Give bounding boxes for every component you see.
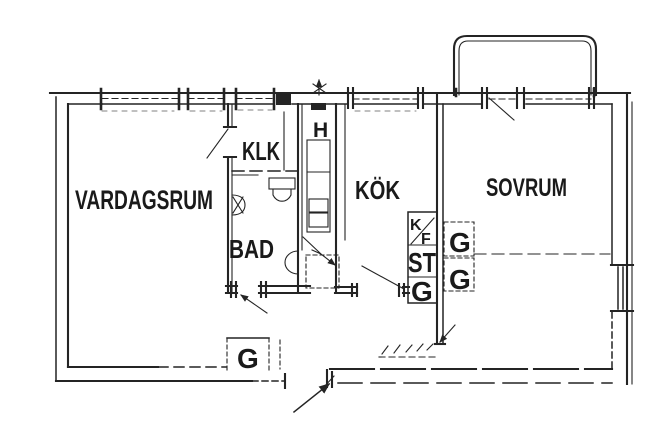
bathroom-fixtures <box>231 177 299 275</box>
wardrobe-bedroom-lower-box <box>443 257 475 292</box>
label-wardrobe-bedroom-upper: G <box>449 227 471 258</box>
interior-walls <box>222 91 447 346</box>
label-cleaning-cabinet: ST <box>408 247 436 278</box>
klk-door-swing <box>206 128 229 159</box>
storage-units <box>226 211 611 372</box>
toilet-tank <box>268 177 296 190</box>
label-bathroom: BAD <box>229 234 274 264</box>
label-wardrobe-hall: G <box>237 343 259 374</box>
bedroom-entry-arrow <box>439 324 456 343</box>
toilet-bowl <box>272 188 292 202</box>
wardrobe-bedroom-upper-box <box>443 221 475 257</box>
label-fridge: K <box>410 217 422 234</box>
hat-rack-ticks <box>381 343 434 355</box>
washbasin-west <box>231 194 246 216</box>
wardrobe-hall-box <box>226 337 281 372</box>
entrance-arrow <box>292 382 331 414</box>
bathroom-entry-arrow <box>240 294 268 314</box>
washbasin-east <box>284 250 299 275</box>
doors <box>206 128 456 414</box>
label-walkin-closet: KLK <box>242 136 280 166</box>
label-wardrobe-bedroom-lower: G <box>449 264 471 295</box>
balcony <box>452 34 598 121</box>
label-kitchen: KÖK <box>355 175 400 205</box>
label-wardrobe-kitchen: G <box>411 276 433 307</box>
outer-walls <box>48 91 633 386</box>
label-shaft: H <box>313 119 328 142</box>
kitchen-door-swing <box>361 265 405 290</box>
shaft-fold-door <box>302 236 322 255</box>
balcony-door-swing <box>488 97 515 121</box>
label-living-room: VARDAGSRUM <box>75 185 213 215</box>
label-bedroom: SOVRUM <box>486 174 567 202</box>
label-freezer: F <box>421 231 431 248</box>
kitchen-counter <box>306 139 331 233</box>
vent-mark <box>312 78 327 96</box>
kf-divider-slash <box>410 217 435 245</box>
windows <box>99 86 635 313</box>
